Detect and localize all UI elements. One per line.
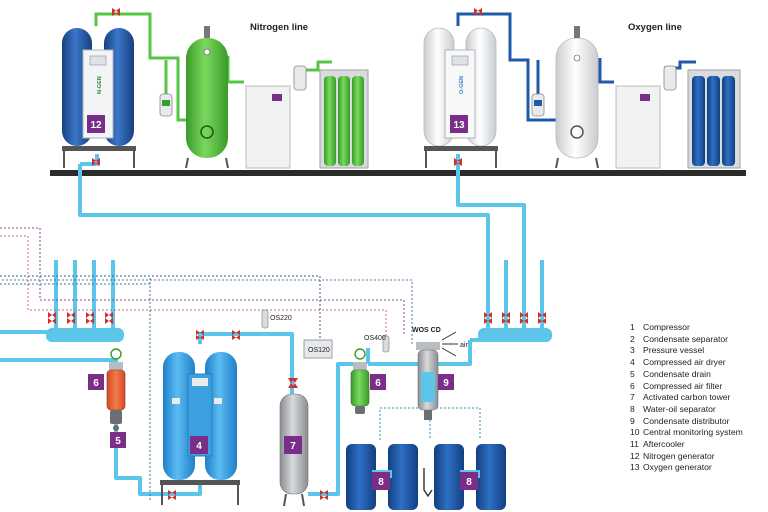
badge-12: 12 — [87, 115, 105, 133]
nitrogen-line-title: Nitrogen line — [250, 22, 308, 33]
legend-item-label: Condensate drain — [643, 368, 711, 379]
legend-item-number: 13 — [630, 462, 640, 473]
legend-item-label: Activated carbon tower — [643, 392, 731, 403]
svg-text:8: 8 — [378, 477, 384, 488]
badge-6-left: 6 — [88, 374, 104, 390]
water-oil-separator-left — [346, 444, 418, 510]
badge-9: 9 — [438, 374, 454, 390]
legend-item-label: Nitrogen generator — [643, 450, 715, 461]
legend-item: 11 Aftercooler — [630, 439, 766, 451]
svg-text:4: 4 — [196, 441, 202, 452]
legend-item-label: Pressure vessel — [643, 345, 705, 356]
svg-text:6: 6 — [375, 378, 381, 389]
legend-item: 8 Water-oil separator — [630, 404, 766, 416]
badge-7: 7 — [284, 436, 302, 454]
left-distribution-manifold — [46, 328, 124, 342]
legend-item-number: 2 — [630, 333, 635, 344]
nitrogen-generator-label: N-GEN — [97, 76, 103, 94]
oxygen-control-cabinet — [615, 85, 661, 169]
legend-item-label: Condensate distributor — [643, 415, 730, 426]
svg-text:5: 5 — [115, 436, 121, 447]
legend-item: 9 Condensate distributor — [630, 416, 766, 428]
legend-item-number: 1 — [630, 322, 635, 332]
right-distribution-manifold — [478, 328, 552, 342]
legend-item-number: 6 — [630, 380, 635, 391]
svg-text:12: 12 — [90, 120, 102, 131]
legend-item-label: Compressed air dryer — [643, 357, 726, 368]
oxygen-line-title: Oxygen line — [628, 22, 682, 33]
legend-item-number: 9 — [630, 415, 635, 426]
oxygen-receiver-tank — [555, 26, 599, 169]
nitrogen-receiver-tank — [185, 26, 229, 169]
legend-item-number: 11 — [630, 439, 639, 450]
condensate-distributor — [416, 331, 458, 420]
legend-item: 4 Compressed air dryer — [630, 357, 766, 369]
oxygen-generator-label: O-GEN — [459, 76, 465, 94]
legend-item: 2 Condensate separator — [630, 334, 766, 346]
compressed-air-dryer — [160, 352, 240, 505]
legend-item-number: 5 — [630, 368, 635, 379]
os400-label: OS400 — [364, 335, 386, 342]
legend-item-number: 10 — [630, 427, 640, 438]
legend-item-label: Compressed air filter — [643, 380, 723, 391]
oxygen-blue-piping — [456, 12, 696, 122]
badge-4: 4 — [190, 436, 208, 454]
os400-drain — [382, 335, 390, 353]
nitrogen-small-filter — [159, 93, 173, 117]
legend-item-label: Aftercooler — [643, 439, 685, 450]
oxygen-cylinder-bank — [687, 69, 741, 169]
legend-item-number: 3 — [630, 345, 635, 356]
legend-item-label: Condensate separator — [643, 333, 729, 344]
svg-text:9: 9 — [443, 378, 449, 389]
air-label: air — [460, 342, 468, 349]
os120-label: OS120 — [308, 347, 330, 354]
nitrogen-generator-base — [62, 146, 136, 151]
legend: 1 Compressor 2 Condensate separator 3 Pressur… — [630, 322, 766, 474]
main-air-piping — [0, 154, 544, 496]
nitrogen-generator: N-GEN — [62, 28, 136, 168]
legend-item-number: 8 — [630, 403, 635, 414]
oxygen-generator: O-GEN — [423, 27, 498, 168]
badge-6-right: 6 — [370, 374, 386, 390]
svg-text:8: 8 — [466, 477, 472, 488]
os120-box — [303, 339, 333, 359]
badge-13: 13 — [450, 115, 468, 133]
legend-item-number: 12 — [630, 450, 640, 461]
legend-item: 1 Compressor — [630, 322, 766, 334]
legend-item-label: Compressor — [643, 322, 690, 332]
wos-cd-label: WOS CD — [412, 327, 441, 334]
compressed-air-filter-right — [350, 348, 370, 414]
os220-drain — [261, 309, 269, 329]
legend-item: 5 Condensate drain — [630, 369, 766, 381]
manifold-valves — [48, 8, 546, 500]
legend-item-label: Oxygen generator — [643, 462, 712, 473]
badge-5: 5 — [110, 432, 126, 448]
nitrogen-line-filter — [293, 65, 307, 91]
legend-item-label: Central monitoring system — [643, 427, 743, 438]
legend-item-number: 7 — [630, 392, 635, 403]
legend-item: 7 Activated carbon tower — [630, 392, 766, 404]
svg-text:6: 6 — [93, 378, 99, 389]
top-platform — [50, 170, 746, 176]
legend-item: 6 Compressed air filter — [630, 381, 766, 393]
nitrogen-control-cabinet — [245, 85, 291, 169]
oxygen-line-filter — [663, 65, 677, 91]
badge-8-right: 8 — [460, 472, 478, 490]
svg-text:7: 7 — [290, 441, 296, 452]
legend-item-label: Water-oil separator — [643, 403, 716, 414]
legend-item: 3 Pressure vessel — [630, 345, 766, 357]
badge-8-left: 8 — [372, 472, 390, 490]
nitrogen-cylinder-bank — [319, 69, 369, 169]
svg-text:13: 13 — [453, 120, 465, 131]
compressed-air-filter-left — [106, 348, 126, 431]
oxygen-small-filter — [531, 93, 545, 117]
legend-item-number: 4 — [630, 357, 635, 368]
os220-label: OS220 — [270, 315, 292, 322]
